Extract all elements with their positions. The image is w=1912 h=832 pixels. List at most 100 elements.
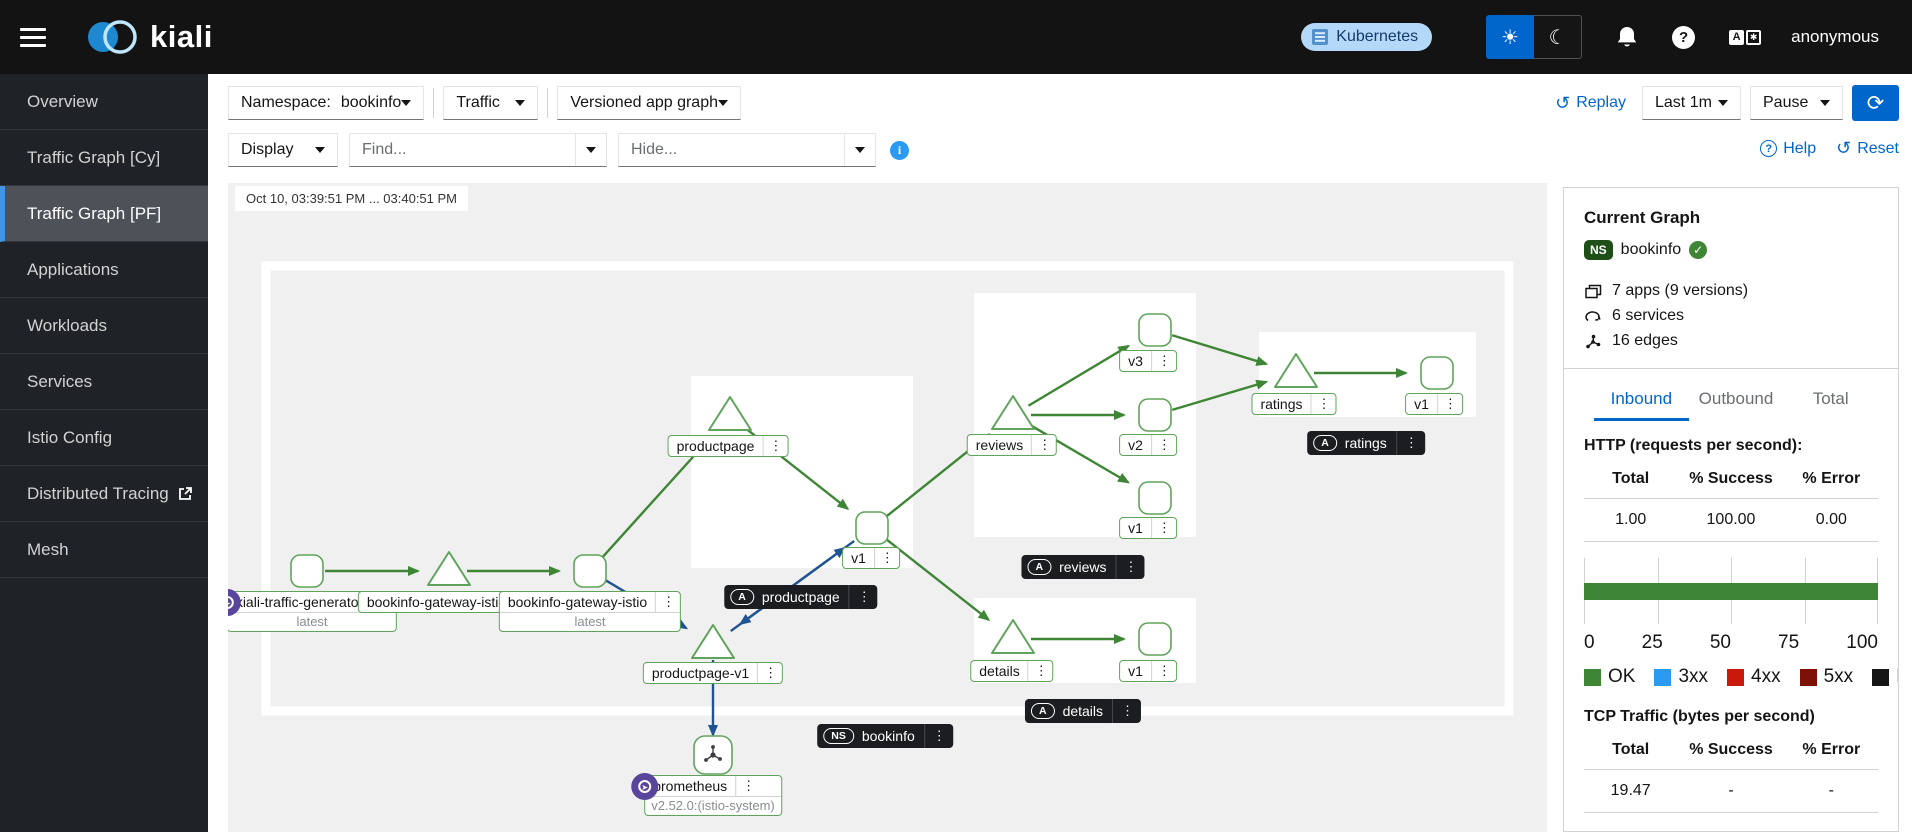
graph-node-bookinfo-gateway-istio-workload[interactable] <box>573 554 607 588</box>
graph-node-kiali-traffic-generator[interactable] <box>290 554 324 588</box>
language-button[interactable]: A ✱ <box>1729 29 1762 45</box>
kebab-menu-icon[interactable]: ⋮ <box>735 776 760 796</box>
table-value: 0.00 <box>1784 499 1878 542</box>
graph-node-bookinfo-gateway-istio-service[interactable] <box>427 551 471 586</box>
node-label-productpage[interactable]: productpage⋮ <box>667 435 789 457</box>
node-label-v1[interactable]: v1⋮ <box>842 547 900 569</box>
graph-node-ratings-service[interactable] <box>1274 353 1318 388</box>
cluster-badge[interactable]: Kubernetes <box>1301 23 1433 51</box>
traffic-select[interactable]: Traffic <box>443 86 539 120</box>
graph-node-ratings-v1[interactable] <box>1420 356 1454 390</box>
help-button[interactable]: ? <box>1672 25 1696 49</box>
graph-node-reviews-v1[interactable] <box>1138 481 1172 515</box>
namespace-select[interactable]: Namespace: bookinfo <box>228 86 425 120</box>
kebab-menu-icon[interactable]: ⋮ <box>655 592 680 612</box>
namespace-select-value: bookinfo <box>340 94 402 111</box>
kebab-menu-icon[interactable]: ⋮ <box>1150 351 1176 371</box>
kebab-menu-icon[interactable]: ⋮ <box>873 548 899 568</box>
node-label-prometheus[interactable]: ➤prometheus⋮v2.52.0:(istio-system) <box>631 773 782 816</box>
sidebar-item-mesh[interactable]: Mesh <box>0 522 208 578</box>
kebab-menu-icon[interactable]: ⋮ <box>923 724 953 748</box>
graph-edge <box>601 437 711 559</box>
dark-theme-button[interactable]: ☾ <box>1534 15 1583 59</box>
graph-type-select[interactable]: Versioned app graph <box>557 86 741 120</box>
node-label-details[interactable]: details⋮ <box>970 660 1054 682</box>
graph-type-select-value: Versioned app graph <box>570 94 718 111</box>
kebab-menu-icon[interactable]: ⋮ <box>762 436 787 456</box>
hamburger-menu-icon[interactable] <box>20 23 46 52</box>
sidebar-item-overview[interactable]: Overview <box>0 74 208 130</box>
node-label-v3[interactable]: v3⋮ <box>1119 350 1177 372</box>
kebab-menu-icon[interactable]: ⋮ <box>1150 518 1176 538</box>
refresh-interval-select[interactable]: Pause <box>1750 86 1843 120</box>
sidebar-item-workloads[interactable]: Workloads <box>0 298 208 354</box>
hide-options-button[interactable] <box>844 134 875 166</box>
notifications-button[interactable] <box>1616 25 1638 49</box>
sidebar-item-applications[interactable]: Applications <box>0 242 208 298</box>
display-select[interactable]: Display <box>228 133 338 167</box>
node-label-productpage-v1[interactable]: productpage-v1⋮ <box>642 662 784 684</box>
node-label-ratings[interactable]: ratings⋮ <box>1251 393 1337 415</box>
replay-button[interactable]: ↺ Replay <box>1555 93 1626 114</box>
kebab-menu-icon[interactable]: ⋮ <box>1436 394 1462 414</box>
graph-help-button[interactable]: ? Help <box>1760 140 1816 158</box>
duration-select[interactable]: Last 1m <box>1642 86 1741 120</box>
tab-total[interactable]: Total <box>1812 389 1849 408</box>
node-label-bookinfo-gateway-istio[interactable]: bookinfo-gateway-istio⋮ <box>357 591 541 613</box>
node-label-v1[interactable]: v1⋮ <box>1405 393 1463 415</box>
sidebar-item-traffic-graph-cy[interactable]: Traffic Graph [Cy] <box>0 130 208 186</box>
kebab-menu-icon[interactable]: ⋮ <box>1150 435 1176 455</box>
graph-node-prometheus[interactable] <box>693 735 733 775</box>
graph-reset-button[interactable]: ↺ Reset <box>1836 138 1899 159</box>
find-input[interactable] <box>362 141 569 159</box>
sidebar-item-distributed-tracing[interactable]: Distributed Tracing <box>0 466 208 522</box>
sidebar-item-istio-config[interactable]: Istio Config <box>0 410 208 466</box>
graph-node-reviews-service[interactable] <box>991 395 1035 430</box>
sidebar-item-services[interactable]: Services <box>0 354 208 410</box>
kebab-menu-icon[interactable]: ⋮ <box>1310 394 1336 414</box>
kebab-menu-icon[interactable]: ⋮ <box>757 663 782 683</box>
namespace-name[interactable]: bookinfo <box>1620 241 1682 258</box>
chevron-down-icon <box>586 147 596 153</box>
kebab-menu-icon[interactable]: ⋮ <box>1027 661 1053 681</box>
display-select-label: Display <box>241 141 294 158</box>
node-label-v2[interactable]: v2⋮ <box>1119 434 1177 456</box>
graph-node-productpage-v1[interactable] <box>691 624 735 659</box>
kebab-menu-icon[interactable]: ⋮ <box>1115 555 1145 579</box>
info-icon[interactable]: i <box>890 140 909 160</box>
graph-node-reviews-v2[interactable] <box>1138 398 1172 432</box>
node-label-v1[interactable]: v1⋮ <box>1119 517 1177 539</box>
hide-input[interactable] <box>631 141 838 159</box>
table-value: - <box>1784 770 1878 813</box>
find-options-button[interactable] <box>575 134 606 166</box>
refresh-button[interactable]: ⟳ <box>1852 85 1899 121</box>
cluster-icon <box>1312 29 1329 45</box>
graph-node-details-v1[interactable] <box>1138 622 1172 656</box>
traffic-graph-canvas[interactable]: Oct 10, 03:39:51 PM ... 03:40:51 PM ➤kia… <box>228 183 1547 832</box>
sidebar-item-traffic-graph-pf[interactable]: Traffic Graph [PF] <box>0 186 208 242</box>
node-label-row: details⋮ <box>971 661 1052 681</box>
graph-node-productpage-v1-workload[interactable] <box>855 511 889 545</box>
node-label-reviews[interactable]: reviews⋮ <box>966 434 1058 456</box>
graph-node-details-service[interactable] <box>991 619 1035 654</box>
kebab-menu-icon[interactable]: ⋮ <box>1395 431 1425 455</box>
chevron-down-icon <box>315 147 325 153</box>
kebab-menu-icon[interactable]: ⋮ <box>1150 661 1176 681</box>
graph-node-productpage-service[interactable] <box>708 396 752 431</box>
light-theme-button[interactable]: ☀ <box>1486 15 1535 59</box>
tab-outbound[interactable]: Outbound <box>1698 389 1774 408</box>
kiali-logo[interactable]: kiali <box>80 15 213 59</box>
node-label-v1[interactable]: v1⋮ <box>1119 660 1177 682</box>
kebab-menu-icon[interactable]: ⋮ <box>1112 699 1141 723</box>
graph-node-reviews-v3[interactable] <box>1138 313 1172 347</box>
kebab-menu-icon[interactable]: ⋮ <box>1031 435 1056 455</box>
tab-inbound[interactable]: Inbound <box>1594 383 1689 421</box>
node-label-bookinfo-gateway-istio[interactable]: bookinfo-gateway-istio⋮latest <box>498 591 682 632</box>
kebab-menu-icon[interactable]: ⋮ <box>848 585 878 609</box>
